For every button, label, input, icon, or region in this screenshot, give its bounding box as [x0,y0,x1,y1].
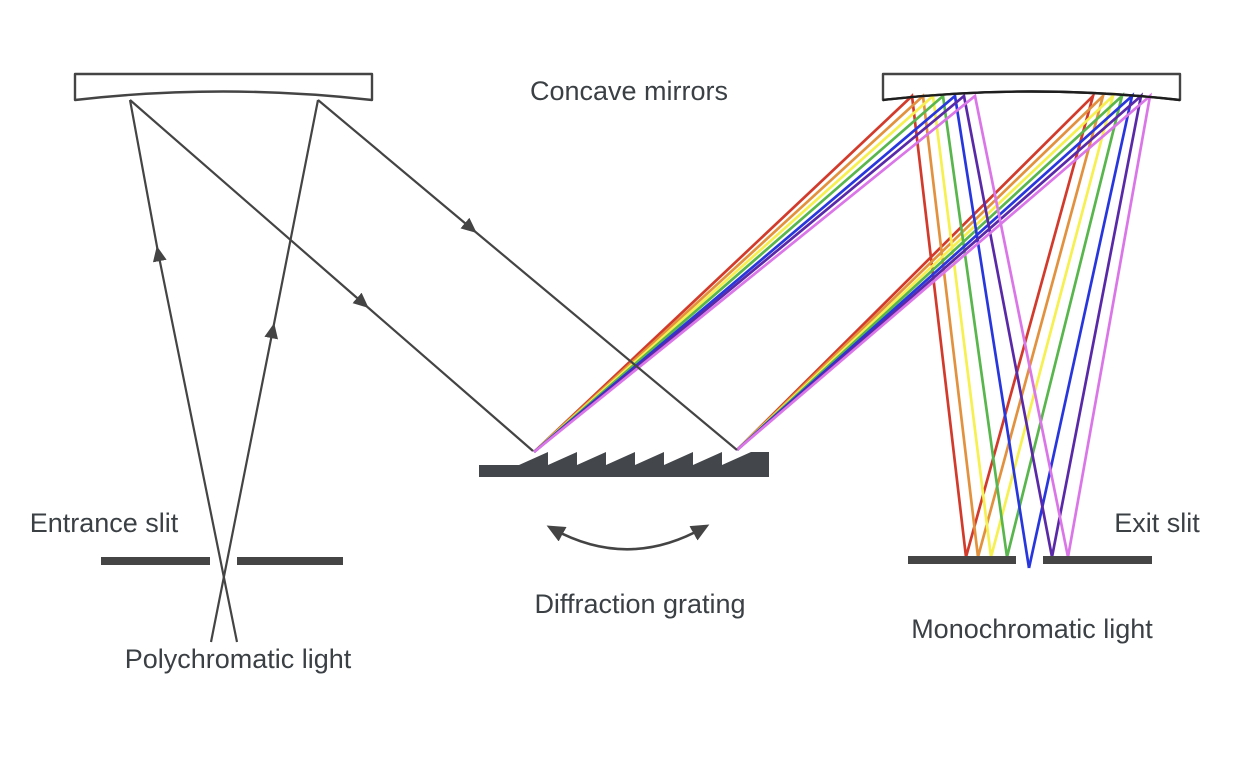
exit-slit-right-bar [1043,556,1152,564]
ray-orange-right [736,91,1106,558]
dispersed-spectrum-rays [533,91,1152,569]
ray-mirror-to-grating-left [129,99,534,452]
monochromatic-light-label: Monochromatic light [911,614,1153,644]
ray-mirror-to-grating-right [317,99,738,451]
ray-orange-left [533,93,980,558]
exit-slit-label: Exit slit [1114,508,1200,538]
ray-blue-left [533,93,1031,569]
ray-yellow-left [533,93,993,558]
ray-yellow-right [736,91,1116,558]
ray-green-left [533,93,1009,558]
diffraction-grating [479,452,769,477]
ray-slit-to-mirror-right [209,99,320,643]
entrance-slit-left-bar [101,557,210,565]
polychromatic-light-label: Polychromatic light [125,644,352,674]
diffraction-grating-label: Diffraction grating [534,589,745,619]
ray-violet-left [533,93,1070,558]
entrance-slit-label: Entrance slit [30,508,179,538]
grating-rotation-arrow [546,524,710,551]
ray-green-right [736,91,1125,558]
concave-mirrors-label: Concave mirrors [530,76,728,106]
ray-slit-to-mirror-left [128,99,239,643]
ray-red-right [736,91,1096,558]
ray-violet-right [736,92,1152,558]
right-mirror-reflective-surface [882,90,1181,102]
left-concave-mirror [73,72,374,102]
ray-indigo-left [533,93,1054,558]
ray-red-left [533,93,968,558]
exit-slit-left-bar [908,556,1016,564]
entrance-slit-right-bar [237,557,343,565]
